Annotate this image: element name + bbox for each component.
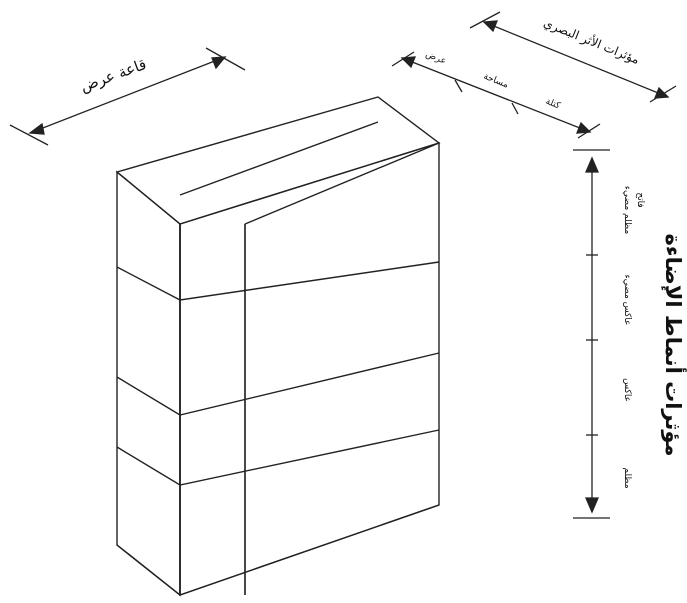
effect-space-label: مساحة (482, 72, 510, 91)
effect-display-label: عرض (424, 50, 447, 67)
lighting-patterns-heading: مؤثرات أنماط الإضاءة (661, 233, 687, 456)
arrow-head-icon (400, 56, 416, 69)
pattern-reflective-label: عاكس (622, 378, 632, 402)
top-division-line (244, 142, 440, 225)
effect-mass-label: كتلة (544, 97, 562, 112)
layer-line (116, 261, 440, 301)
hall-dimension (9, 47, 246, 146)
pattern-dark-label: مظلم (622, 467, 632, 488)
arrow-head-icon (654, 86, 670, 99)
arrow-head-icon (576, 121, 592, 134)
pattern-dark-bright-label: مظلم مضيء (622, 186, 632, 235)
visual-effect-sub-dimension (391, 51, 601, 139)
pattern-light-label: فاتح (635, 192, 645, 207)
arrow-head-icon (585, 497, 599, 514)
arrow-head-icon (482, 20, 498, 33)
pattern-reflective-bright-label: عاكس مضيء (622, 274, 632, 325)
visual-effect-dimension (469, 11, 677, 103)
top-division-line (179, 121, 379, 196)
cube-grid (115, 96, 441, 597)
arrow-head-icon (28, 122, 45, 135)
arrow-head-icon (211, 56, 227, 70)
cube-top-face (115, 96, 441, 225)
cube-right-face (179, 142, 440, 596)
hall-label: قاعة عرض (78, 55, 149, 95)
lighting-patterns-dimension (573, 149, 610, 519)
layer-line (116, 352, 440, 416)
layer-line (116, 504, 440, 596)
layer-line (116, 429, 440, 486)
visual-effect-label: مؤثرات الأثر البصري (541, 15, 642, 68)
arrow-head-icon (585, 156, 599, 173)
